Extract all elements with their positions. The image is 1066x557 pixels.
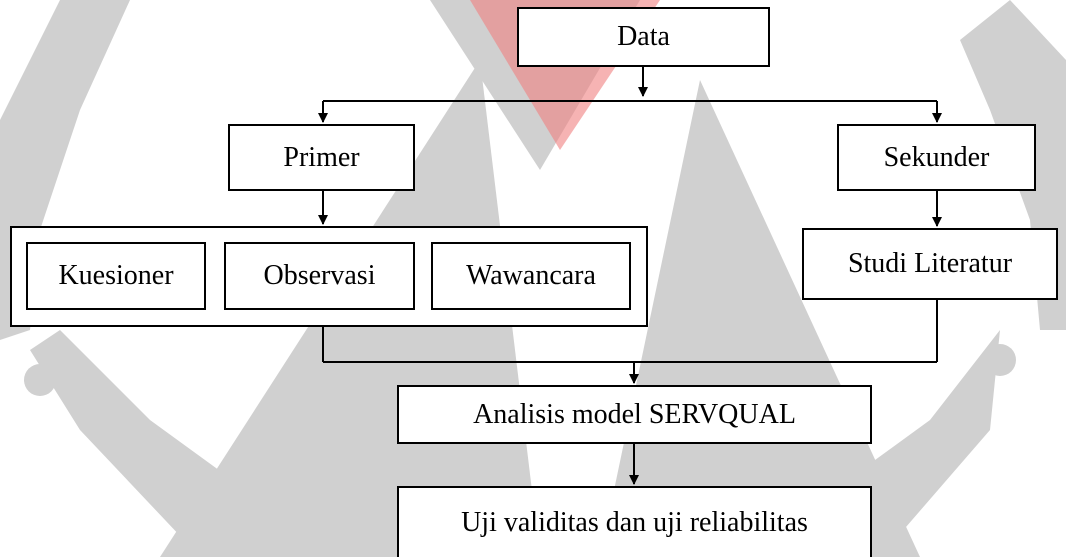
node-wawancara: Wawancara xyxy=(431,242,631,310)
node-kuesioner: Kuesioner xyxy=(26,242,206,310)
node-data: Data xyxy=(517,7,770,67)
node-studi-literatur: Studi Literatur xyxy=(802,228,1058,300)
node-uji-validitas: Uji validitas dan uji reliabilitas xyxy=(397,486,872,557)
seal-dot-right xyxy=(984,344,1016,376)
node-analisis-servqual: Analisis model SERVQUAL xyxy=(397,385,872,444)
node-observasi: Observasi xyxy=(224,242,415,310)
node-primer: Primer xyxy=(228,124,415,191)
seal-dot-left xyxy=(24,364,56,396)
seal-ring-bottom-left xyxy=(30,330,300,557)
node-sekunder: Sekunder xyxy=(837,124,1036,191)
